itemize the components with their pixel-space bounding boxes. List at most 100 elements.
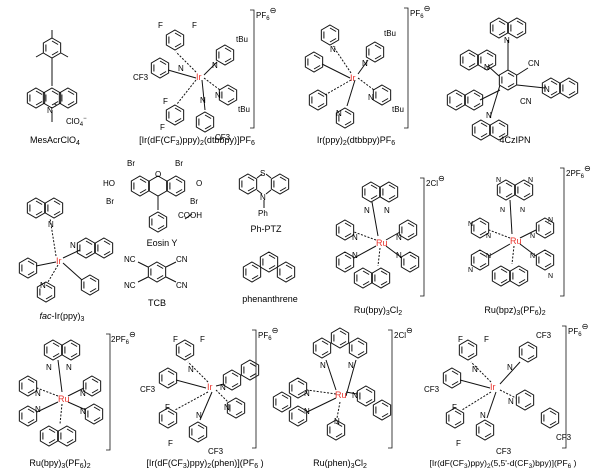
atom-label: F [163, 97, 168, 106]
atom-label: CF3 [536, 331, 552, 340]
charge-label: + [54, 103, 58, 109]
eosin-y-structure [131, 175, 193, 232]
atom-label: S [260, 169, 265, 178]
atom-label: CF3 [208, 447, 224, 456]
compound-tcb: NC CN NC CN TCB [124, 255, 188, 308]
atom-label: CF3 [556, 433, 572, 442]
atom-label: N [47, 106, 53, 115]
compound-ru-bpz3pf62: Ru N N N N N N N N N N N N 2PF6⊖ Ru(bpz)… [468, 164, 591, 317]
atom-label: N [486, 233, 491, 240]
atom-label: F [173, 335, 178, 344]
ph-ptz-structure [239, 174, 288, 208]
atom-label: N [364, 206, 370, 215]
caption: [Ir(dF(CF3)ppy)2(5,5'-d(CF3)bpy)](PF6 ) [430, 458, 577, 470]
atom-label: N [396, 251, 402, 260]
atom-label: Br [106, 197, 114, 206]
atom-label: NC [124, 281, 136, 290]
4czipn-structure [447, 18, 577, 140]
atom-label: F [192, 21, 197, 30]
atom-label: N [334, 417, 340, 426]
atom-label: N [35, 389, 41, 398]
bracket [560, 167, 565, 297]
compound-ir-ppy-dtbbpy: Ir N N N N tBu tBu PF6⊖ Ir(ppy)2(dtbbpy)… [305, 4, 430, 147]
charge-label: 2Cl⊖ [426, 174, 445, 188]
atom-label: N [530, 253, 535, 260]
compound-ir-dfcf3-phen: Ir F F F F CF3 CF3 N N N N PF6⊖ [Ir(dF(C… [140, 326, 278, 470]
atom-label: N [352, 391, 358, 400]
atom-label: Br [127, 159, 135, 168]
atom-label: N [260, 193, 266, 202]
ir-dfcf3-5dcf3bpy-structure [443, 340, 558, 440]
atom-label: N [40, 281, 46, 290]
atom-label: F [458, 335, 463, 344]
caption: Ru(bpz)3(PF6)2 [484, 305, 545, 317]
compound-ru-bpy3cl2: Ru N N N N N N 2Cl⊖ Ru(bpy)3Cl2 [336, 174, 445, 317]
atom-label: N [544, 85, 550, 94]
ru-bpz3pf62-structure [471, 180, 553, 286]
atom-label: N [178, 64, 184, 73]
atom-label: F [165, 403, 170, 412]
atom-label: N [548, 217, 553, 224]
atom-label: N [348, 361, 354, 370]
atom-label: O [155, 170, 161, 179]
metal-label: Ru [510, 236, 522, 246]
bracket [250, 9, 255, 129]
atom-label: N [70, 241, 76, 250]
atom-label: N [486, 111, 492, 120]
atom-label: N [507, 363, 513, 372]
charge-label: PF6⊖ [410, 4, 430, 20]
atom-label: CF3 [133, 73, 149, 82]
charge-label: PF6⊖ [568, 322, 588, 338]
atom-label: NC [124, 255, 136, 264]
atom-label: CF3 [215, 133, 231, 142]
compound-phenanthrene: phenanthrene [242, 252, 298, 304]
caption: Ru(phen)3Cl2 [313, 458, 367, 470]
atom-label: N [504, 36, 510, 45]
caption: [Ir(dF(CF3)ppy)2(phen)](PF6 ) [146, 458, 263, 470]
ru-phen3cl2-structure [273, 328, 390, 440]
compound-ru-bpy3pf62: Ru N N N N N N 2PF6⊖ Ru(bpy)3(PF6)2 [19, 330, 136, 470]
caption: [Ir(dF(CF3)ppy)2(dtbbpy)]PF6 [139, 135, 255, 147]
atom-label: N [224, 403, 230, 412]
atom-label: N [35, 405, 41, 414]
atom-label: N [530, 233, 535, 240]
atom-label: N [304, 389, 310, 398]
atom-label: HO [103, 179, 115, 188]
atom-label: N [396, 233, 402, 242]
atom-label: N [215, 91, 221, 100]
atom-label: N [384, 206, 390, 215]
caption: 4CzIPN [499, 135, 530, 145]
atom-label: CN [176, 281, 188, 290]
atom-label: N [212, 61, 218, 70]
atom-label: tBu [236, 35, 248, 44]
tcb-structure [137, 262, 177, 282]
metal-label: Ru [376, 238, 388, 248]
atom-label: CF3 [140, 385, 156, 394]
atom-label: F [484, 335, 489, 344]
caption: Ir(ppy)2(dtbbpy)PF6 [317, 135, 395, 147]
atom-label: N [472, 365, 478, 374]
caption: Ph-PTZ [250, 224, 282, 234]
atom-label: F [452, 403, 457, 412]
metal-label: Ir [196, 72, 202, 82]
atom-label: N [220, 383, 226, 392]
counterion-label: ClO4− [66, 116, 87, 128]
atom-label: N [480, 411, 486, 420]
atom-label: CF3 [424, 385, 440, 394]
metal-label: Ir [207, 382, 213, 392]
charge-label: PF6⊖ [258, 326, 278, 342]
metal-label: Ru [335, 390, 347, 400]
ru-bpy3cl2-structure [336, 182, 418, 288]
metal-label: Ir [490, 382, 496, 392]
caption: Ru(bpy)3Cl2 [354, 305, 402, 317]
ir-dfcf3-phen-structure [159, 340, 258, 442]
fac-ir-ppy3-structure [19, 198, 112, 302]
atom-label: tBu [238, 105, 250, 114]
atom-label: N [496, 177, 501, 184]
mesacr-structure [27, 30, 76, 122]
bracket [388, 329, 393, 449]
atom-label: N [352, 233, 358, 242]
atom-label: N [508, 397, 514, 406]
atom-label: F [200, 335, 205, 344]
